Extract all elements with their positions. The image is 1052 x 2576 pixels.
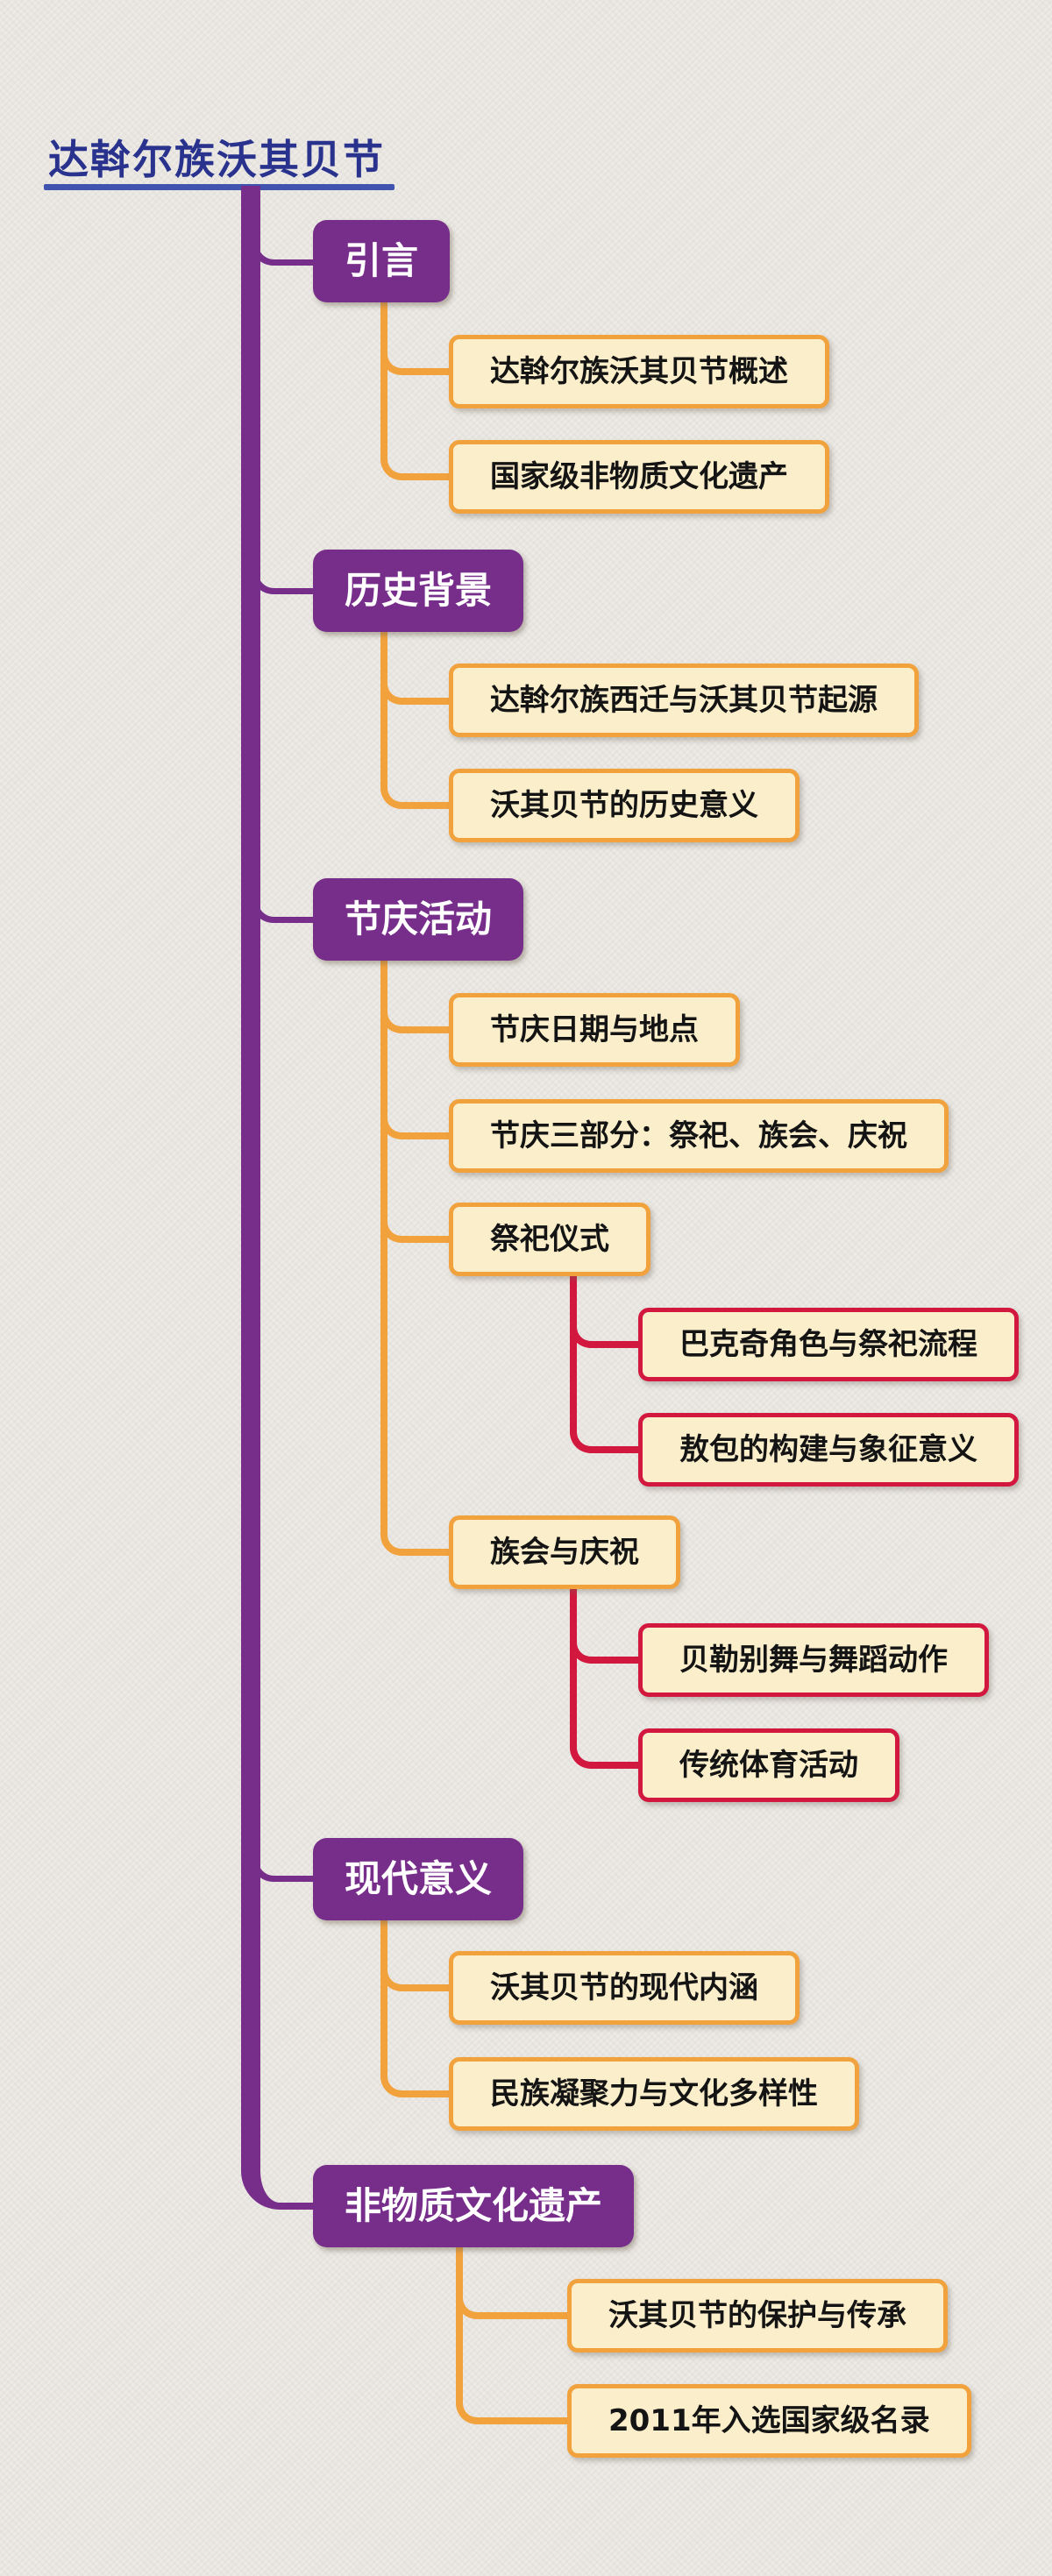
grandchild-connector-aobao <box>570 1274 638 1453</box>
branch-introduction[interactable]: 引言 <box>313 220 451 302</box>
node-ethnic-cohesion[interactable]: 民族凝聚力与文化多样性 <box>449 2057 859 2131</box>
node-traditional-sports[interactable]: 传统体育活动 <box>638 1728 899 1802</box>
child-connector-intro-heritage <box>380 301 449 480</box>
branch-connector-introduction <box>251 224 313 266</box>
node-three-parts[interactable]: 节庆三部分：祭祀、族会、庆祝 <box>449 1099 949 1173</box>
branch-intangible-heritage[interactable]: 非物质文化遗产 <box>313 2165 635 2247</box>
node-date-location[interactable]: 节庆日期与地点 <box>449 993 740 1067</box>
mindmap-root-title: 达斡尔族沃其贝节 <box>48 136 385 183</box>
node-aobao-symbolism[interactable]: 敖包的构建与象征意义 <box>638 1413 1019 1487</box>
node-modern-connotation[interactable]: 沃其贝节的现代内涵 <box>449 1951 800 2025</box>
node-gathering-celebration[interactable]: 族会与庆祝 <box>449 1515 680 1589</box>
node-bakeqi-role[interactable]: 巴克奇角色与祭祀流程 <box>638 1308 1019 1381</box>
node-westward-origin[interactable]: 达斡尔族西迁与沃其贝节起源 <box>449 664 919 737</box>
child-connector-modern-cohesion <box>380 1919 449 2097</box>
node-protection-inheritance[interactable]: 沃其贝节的保护与传承 <box>567 2279 948 2352</box>
trunk-elbow-heritage <box>241 2139 313 2210</box>
grandchild-connector-sports <box>570 1587 638 1769</box>
branch-connector-modern <box>251 1840 313 1882</box>
node-national-heritage[interactable]: 国家级非物质文化遗产 <box>449 440 829 514</box>
title-underline <box>44 184 394 190</box>
node-beilebie-dance[interactable]: 贝勒别舞与舞蹈动作 <box>638 1623 989 1697</box>
branch-history[interactable]: 历史背景 <box>313 550 524 632</box>
child-connector-festival-gathering <box>380 959 449 1556</box>
branch-connector-history <box>251 552 313 594</box>
branch-connector-festival <box>251 881 313 923</box>
node-historical-meaning[interactable]: 沃其贝节的历史意义 <box>449 769 800 842</box>
child-connector-heritage-2011 <box>456 2246 567 2424</box>
node-2011-national-list[interactable]: 2011年入选国家级名录 <box>567 2384 971 2458</box>
branch-festival-activities[interactable]: 节庆活动 <box>313 878 524 961</box>
branch-modern-significance[interactable]: 现代意义 <box>313 1838 524 1920</box>
node-sacrificial-ritual[interactable]: 祭祀仪式 <box>449 1203 650 1276</box>
node-festival-overview[interactable]: 达斡尔族沃其贝节概述 <box>449 335 829 408</box>
trunk-line <box>241 186 260 2156</box>
child-connector-history-meaning <box>380 630 449 809</box>
